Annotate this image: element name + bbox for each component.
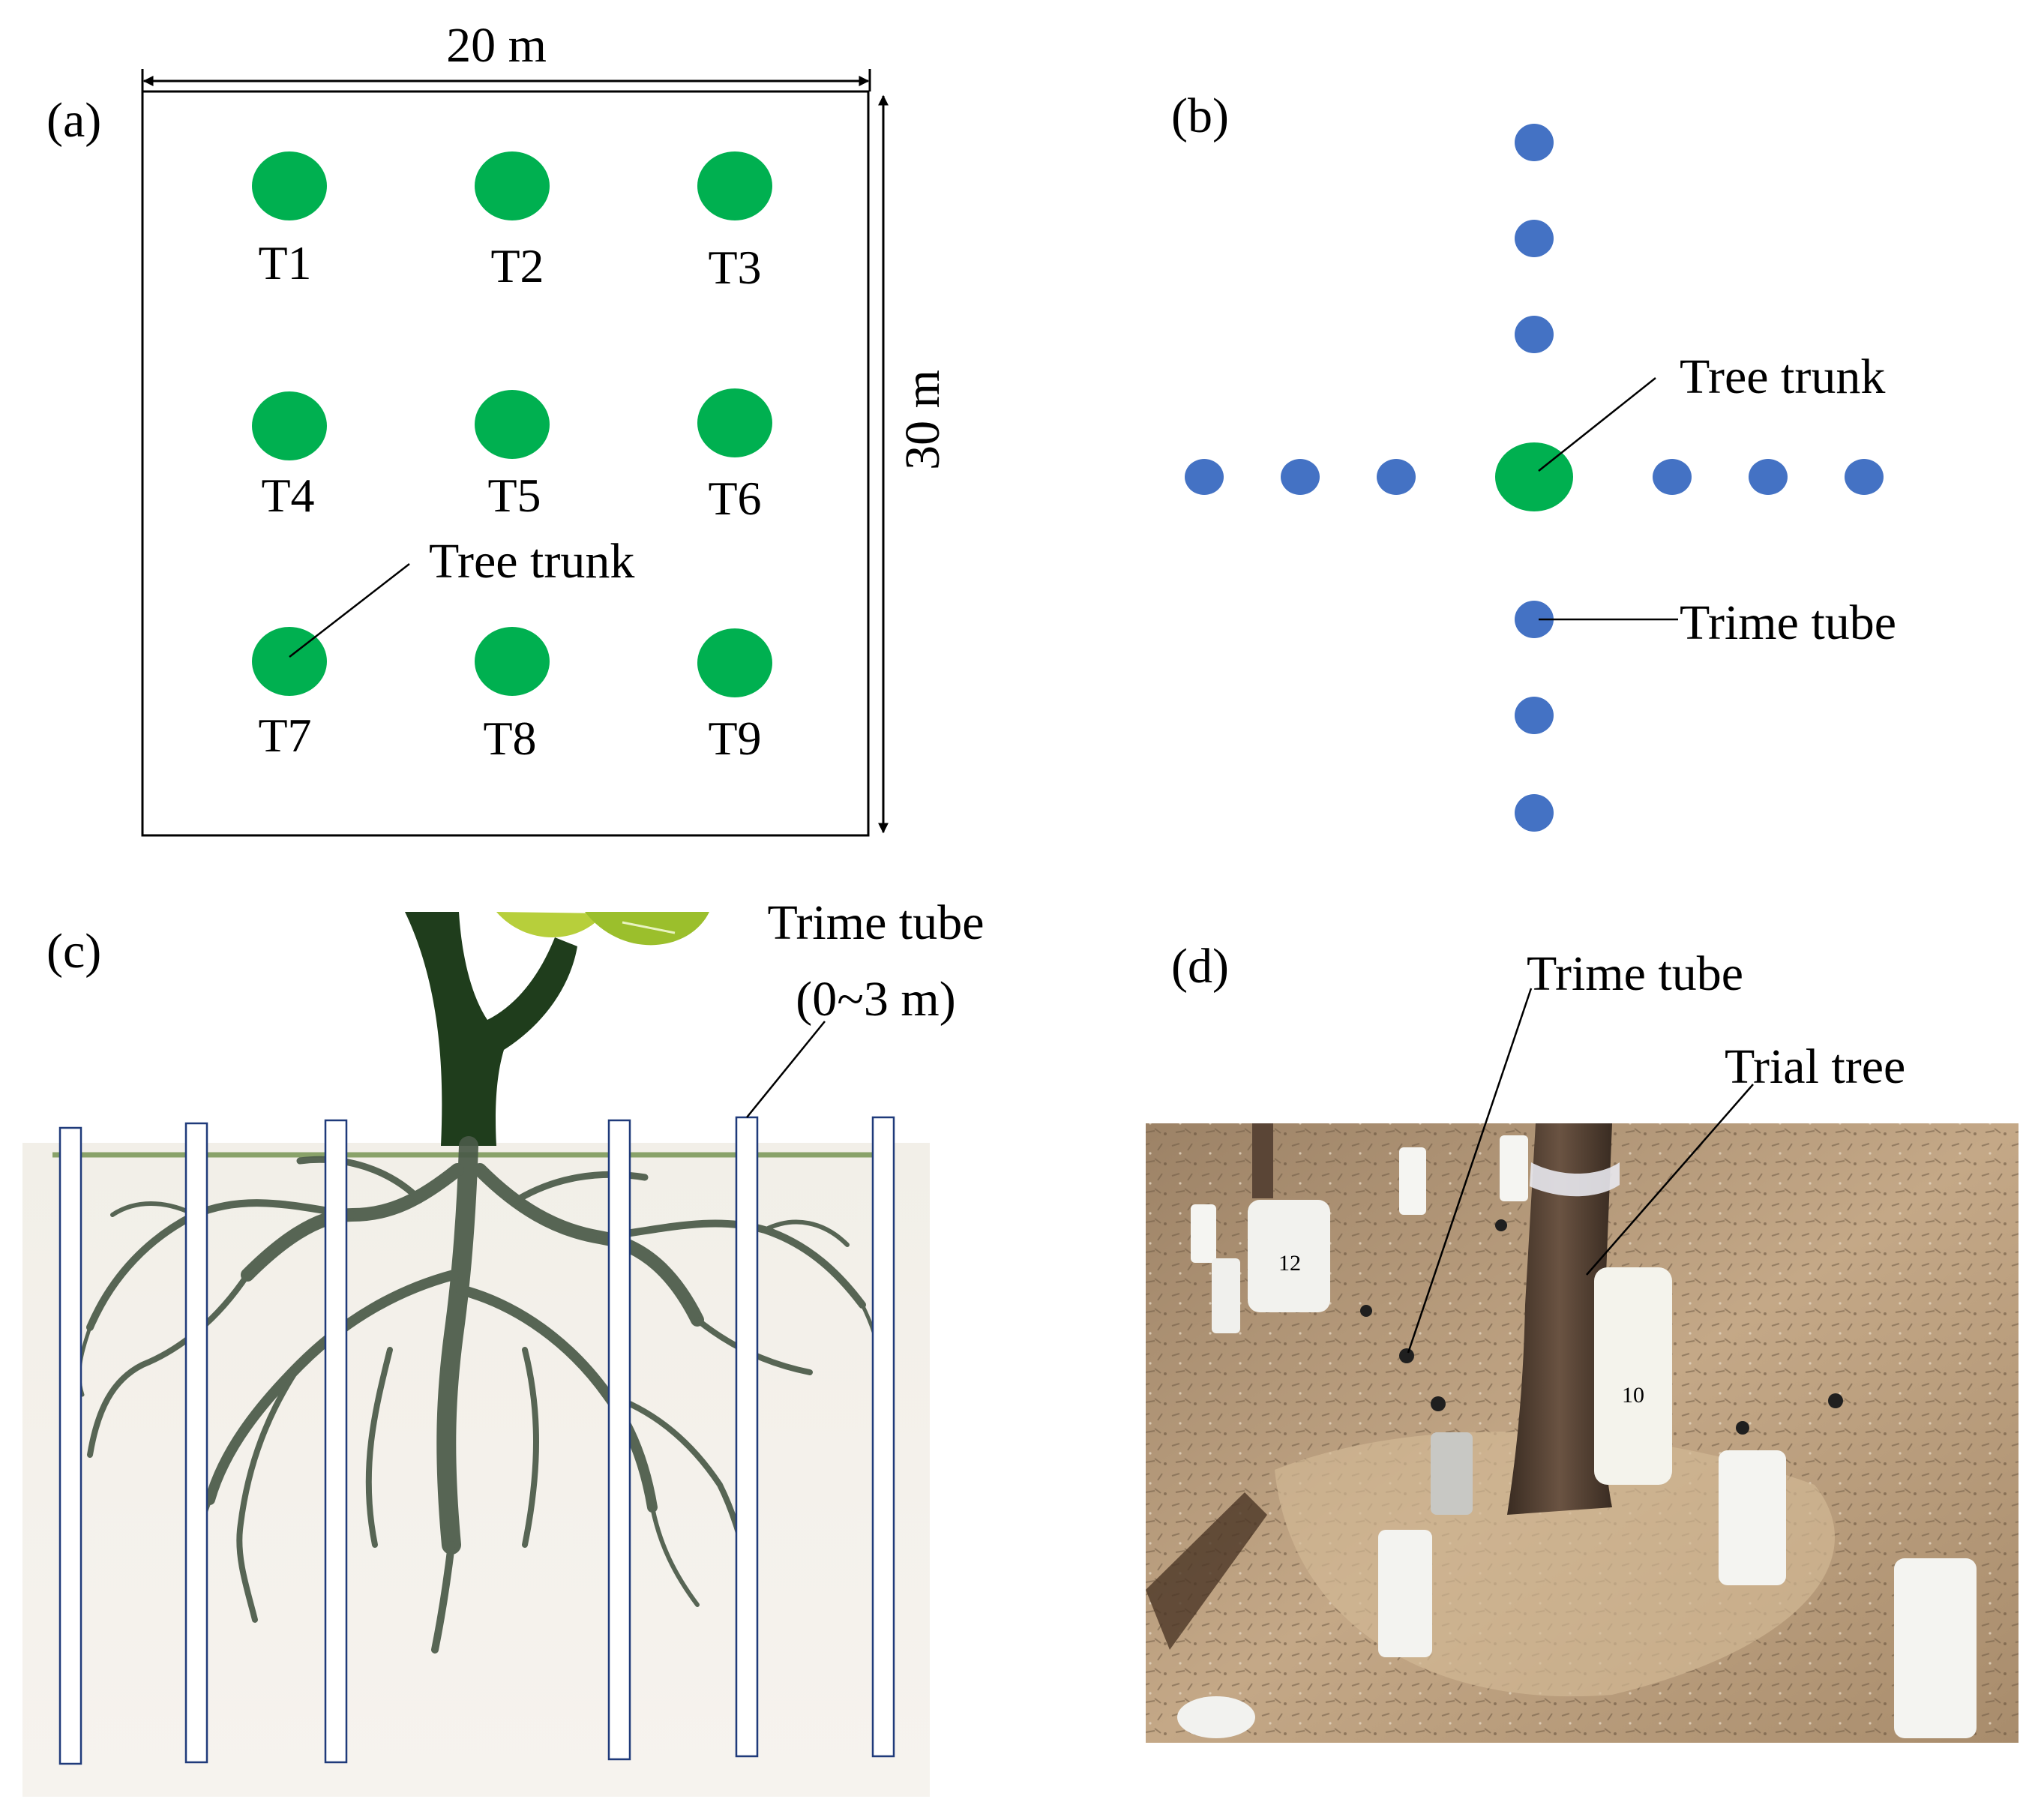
photo-cap (1399, 1348, 1414, 1363)
photo-tube (1719, 1450, 1786, 1585)
tube-dot (1515, 316, 1554, 353)
tree-t2-trunk (475, 151, 550, 220)
tree-trunk-illustration (405, 912, 577, 1146)
trime-tube (58, 1126, 82, 1765)
trime-tube (607, 1119, 631, 1761)
tube-dot (1515, 220, 1554, 257)
height-label: 30 m (895, 370, 950, 470)
trime-tubes-section (58, 1116, 895, 1765)
tube-dot (1845, 459, 1884, 495)
field-photo: 12 10 (1146, 1123, 2019, 1743)
trime-tube (735, 1116, 759, 1758)
tree-trunk-callout-a: Tree trunk (429, 534, 634, 589)
trime-tube-callout-b: Trime tube (1680, 595, 1896, 650)
plot-boundary (141, 90, 870, 837)
photo-container (1594, 1267, 1672, 1485)
photo-tube (1191, 1204, 1216, 1263)
soil-profile (22, 1143, 930, 1797)
panel-b: (b) Tree trunk Trime tube (1171, 88, 1896, 832)
tree-t5-trunk (475, 390, 550, 459)
tree-t2-label: T2 (490, 239, 544, 292)
tube-dot (1185, 459, 1224, 495)
tree-t4-label: T4 (261, 469, 314, 522)
photo-tube (1431, 1432, 1473, 1515)
trial-tree-callout-d: Trial tree (1725, 1039, 1905, 1094)
trime-tube-depth-callout-c: (0~3 m) (796, 972, 956, 1027)
tube-dot (1515, 794, 1554, 832)
photo-bg-tree (1252, 1123, 1273, 1198)
photo-tube-caps (1360, 1219, 1843, 1435)
photo-tube (1399, 1147, 1426, 1215)
photo-cap (1828, 1393, 1843, 1408)
panel-c: (c) (22, 895, 985, 1797)
photo-trime-tubes (1177, 1135, 1977, 1738)
trime-tube-leader-c (746, 1021, 826, 1118)
tree-trunk-leader-a (289, 563, 410, 658)
tube-dot (1515, 601, 1554, 638)
panel-c-label: (c) (46, 924, 101, 979)
trime-tube-callout-c: Trime tube (767, 895, 984, 950)
tube-dot (1377, 459, 1416, 495)
panel-a-label: (a) (46, 93, 101, 148)
tube-dot (1653, 459, 1692, 495)
tree-t3-label: T3 (708, 241, 761, 294)
leaf-icon (585, 912, 709, 946)
photo-cap (1736, 1421, 1749, 1435)
tree-t5-label: T5 (487, 469, 541, 522)
photo-tube (1894, 1558, 1977, 1738)
tree-trunk-callout-b: Tree trunk (1680, 349, 1885, 404)
tree-t8-label: T8 (483, 712, 536, 765)
photo-cap (1431, 1396, 1446, 1411)
tree-t1-trunk (252, 151, 327, 220)
photo-trial-tree (1507, 1123, 1612, 1515)
tree-t3-trunk (697, 151, 772, 220)
photo-cap (1360, 1305, 1372, 1317)
tube-layout (1185, 124, 1884, 832)
tree-t9-trunk (697, 628, 772, 697)
photo-tube (1212, 1258, 1240, 1333)
trime-tube-leader-d (1407, 988, 1533, 1354)
tree-t4-trunk (252, 391, 327, 460)
trime-tube (871, 1116, 895, 1758)
panel-b-label: (b) (1171, 88, 1229, 143)
photo-container-label: 10 (1622, 1383, 1644, 1408)
trime-tube (184, 1122, 208, 1764)
leaf-icon (622, 921, 676, 934)
photo-tube (1500, 1135, 1528, 1201)
trial-tree-leader-d (1586, 1084, 1754, 1276)
tree-trunk-leader-b (1538, 377, 1656, 472)
leaf-icon (496, 912, 604, 938)
tube-dot (1281, 459, 1320, 495)
tube-dot (1749, 459, 1788, 495)
tube-dot (1515, 124, 1554, 161)
tree-t6-label: T6 (708, 472, 761, 525)
photo-log (1146, 1492, 1267, 1650)
photo-cap (1495, 1219, 1507, 1231)
tree-t8-trunk (475, 627, 550, 696)
photo-container (1248, 1200, 1330, 1312)
panel-a: (a) 20 m 30 m T1 T2 T3 T4 T5 T6 (46, 18, 950, 837)
photo-tube (1177, 1696, 1255, 1738)
photo-tree-band (1530, 1162, 1620, 1197)
panel-d: (d) 12 10 (1146, 939, 2019, 1743)
photo-tube (1378, 1530, 1432, 1657)
tree-t6-trunk (697, 388, 772, 457)
trime-tube-callout-d: Trime tube (1527, 946, 1743, 1001)
trime-tube (324, 1119, 348, 1764)
tree-t9-label: T9 (708, 712, 761, 765)
tree-t7-label: T7 (258, 709, 311, 762)
tree-grid: T1 T2 T3 T4 T5 T6 T7 T8 T9 (252, 151, 772, 765)
width-label: 20 m (446, 18, 547, 73)
tube-dot (1515, 697, 1554, 734)
photo-container-label: 12 (1278, 1251, 1301, 1276)
panel-d-label: (d) (1171, 939, 1229, 994)
tree-t1-label: T1 (258, 236, 311, 289)
tree-t7-trunk (252, 627, 327, 696)
